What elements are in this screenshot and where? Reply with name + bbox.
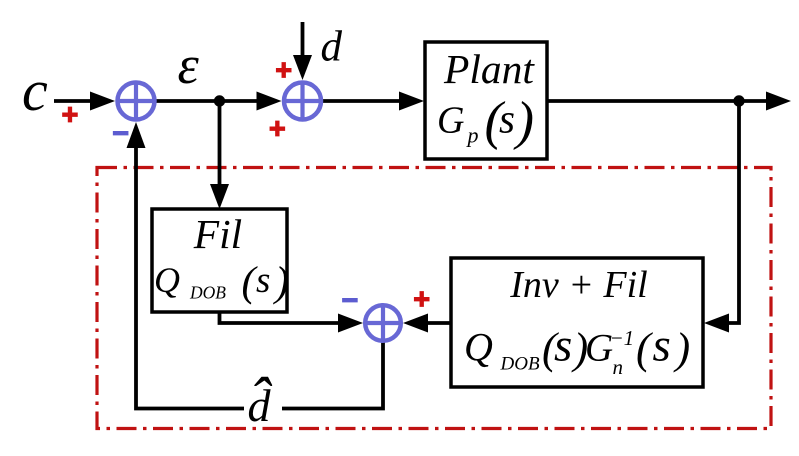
inverse-filter-tf-garg: s (653, 320, 671, 372)
summing-junction-disturbance (281, 80, 324, 122)
inverse-filter-tf-gsub: n (613, 355, 624, 379)
filter-input-arrowhead-icon (210, 184, 229, 209)
estimate-wire-left (134, 147, 244, 411)
inverse-filter-tf-qopen: ( (542, 324, 559, 373)
disturbance-plus-left-sign: + (268, 117, 286, 142)
plant-tf-arg: s (499, 96, 515, 142)
plant-tf: G p ( s ) (437, 91, 534, 151)
inverse-filter-input-arrowhead-icon (704, 313, 729, 333)
estimate-label-base: d (248, 380, 272, 431)
disturbance-arrowhead-icon (293, 55, 312, 80)
estimate-wire-right (282, 342, 385, 411)
command-arrowhead-icon (90, 91, 115, 111)
filter-tf-open: ( (242, 260, 259, 306)
inverse-filter-tf-g: G (585, 327, 613, 370)
filter-block (150, 207, 289, 314)
feedback-minus-sign: − (111, 121, 129, 146)
command-label: c (22, 58, 48, 123)
command-plus-sign: + (61, 103, 79, 128)
inverse-filter-tf-gclose: ) (673, 324, 691, 373)
filter-tf-arg: s (256, 260, 270, 301)
filter-output-wire (217, 312, 339, 325)
estimate-label: d ˆ (248, 366, 274, 434)
plant-tf-sub: p (466, 123, 479, 148)
sum-cross-icon (365, 305, 401, 341)
filter-tf: Q DOB ( s ) (154, 260, 289, 306)
inverse-filter-tf-gopen: ( (636, 324, 653, 373)
summing-junction-estimator (362, 302, 404, 344)
inverse-filter-tf-qsub: DOB (500, 354, 540, 375)
estimator-minus-sign: − (341, 288, 359, 313)
inverse-filter-tf-qclose: ) (571, 324, 589, 373)
sum-cross-icon (284, 82, 321, 120)
filter-tf-close: ) (273, 260, 289, 306)
plant-tf-open: ( (485, 91, 506, 151)
feedback-arrowhead-icon (126, 122, 146, 148)
plant-block (423, 40, 549, 161)
output-arrowhead-icon (766, 91, 791, 111)
estimator-plus-sign: + (412, 287, 430, 312)
error-arrowhead-icon (256, 91, 282, 111)
inverse-filter-tf-q: Q (464, 325, 493, 370)
plant-input-arrowhead-icon (399, 91, 424, 111)
error-label: ε (178, 35, 200, 95)
inverse-filter-tf-gsup: −1 (610, 326, 635, 350)
estimator-minus-arrowhead-icon (338, 313, 363, 333)
plant-tf-sym: G (437, 100, 464, 142)
error-branch-node (213, 95, 226, 107)
inverse-filter-block (449, 256, 705, 389)
sum-cross-icon (117, 82, 155, 120)
output-feedback-wire (727, 101, 741, 325)
estimate-label-hat: ˆ (249, 366, 273, 434)
summing-junction-error (115, 80, 157, 122)
inverse-filter-tf: Q DOB ( s ) G n −1 ( s ) (464, 320, 690, 379)
disturbance-label: d (321, 24, 343, 71)
inverse-filter-tf-qarg: s (554, 320, 572, 372)
estimator-plus-arrowhead-icon (403, 313, 428, 333)
filter-tf-sub: DOB (189, 283, 226, 303)
filter-title: Fil (193, 211, 242, 257)
wires (54, 22, 791, 411)
plant-tf-close: ) (513, 91, 534, 151)
filter-tf-sym: Q (154, 260, 180, 300)
plant-title: Plant (443, 46, 535, 92)
observer-boundary-box (95, 165, 773, 431)
inverse-filter-title: Inv + Fil (509, 264, 648, 306)
disturbance-plus-top-sign: + (274, 58, 292, 83)
